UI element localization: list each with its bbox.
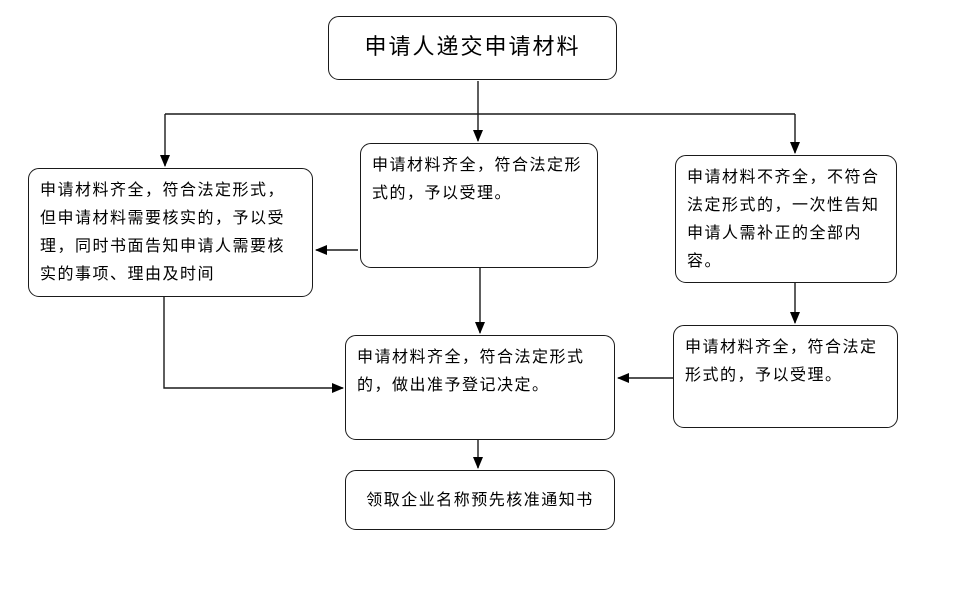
node-submit-materials: 申请人递交申请材料 <box>328 16 617 80</box>
node-complete-accepted: 申请材料齐全，符合法定形 式的，予以受理。 <box>360 143 598 268</box>
node-accepted-needs-verification: 申请材料齐全，符合法定形式， 但申请材料需要核实的，予以受 理，同时书面告知申请… <box>28 168 313 297</box>
node-receive-approval-notice: 领取企业名称预先核准通知书 <box>345 470 615 530</box>
node-corrected-accepted: 申请材料齐全，符合法定 形式的，予以受理。 <box>673 325 898 428</box>
connector-verify-decision <box>163 297 344 393</box>
node-incomplete-notify-corrections: 申请材料不齐全，不符合 法定形式的，一次性告知 申请人需补正的全部内 容。 <box>675 155 897 283</box>
node-registration-approved: 申请材料齐全，符合法定形式 的，做出准予登记决定。 <box>345 335 615 440</box>
